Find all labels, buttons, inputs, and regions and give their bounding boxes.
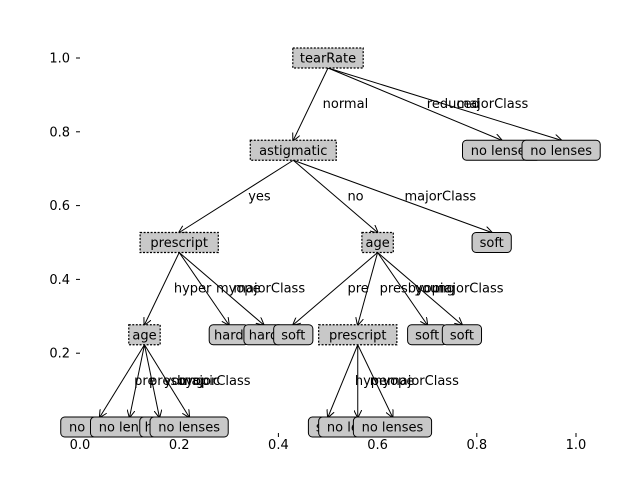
tree-edge-arrow [327, 67, 502, 140]
tree-edge-label: young [414, 282, 454, 297]
x-tick-label: 0.8 [466, 438, 487, 453]
tree-edge-label: majorClass [457, 97, 529, 112]
node-label: hard [249, 328, 279, 343]
leaf-node-box [521, 139, 601, 161]
tree-edge-label: no [347, 189, 363, 204]
leaf-node: soft [273, 324, 314, 346]
leaf-node: hard [208, 324, 249, 346]
leaf-node: soft [471, 232, 512, 253]
leaf-node: no lenses [462, 139, 542, 161]
axes: 0.00.20.40.60.81.000.20.40.60.81.0 [49, 52, 586, 454]
y-tick-label: 0.8 [49, 125, 70, 140]
node-label: soft [415, 328, 439, 343]
decision-node-box [128, 324, 161, 346]
tree-edge-arrow [377, 252, 428, 325]
tree-edge-arrow [328, 344, 359, 417]
decision-node: age [361, 231, 394, 254]
y-tick-label: 0.4 [49, 273, 70, 288]
tree-edge-arrow [178, 252, 263, 325]
x-tick-label: 0.0 [70, 438, 91, 453]
tree-edge-arrow [143, 344, 159, 417]
tree-edge-label: normal [323, 97, 369, 112]
node-label: age [132, 328, 156, 343]
tree-edge-arrow [293, 252, 378, 325]
tree-edge-arrow [130, 344, 145, 417]
node-label: no lenses [158, 421, 220, 436]
tree-edge-arrow [100, 344, 145, 417]
tree-edge-label: pre [347, 282, 368, 297]
tree-edge-arrow [293, 159, 491, 232]
leaf-node: soft [441, 324, 483, 346]
node-label: soft [281, 328, 305, 343]
x-tick-label: 0.2 [169, 438, 190, 453]
node-label: prescript [329, 328, 387, 343]
tree-edge-arrow [377, 252, 462, 325]
tree-edge-label: majorClass [179, 374, 251, 389]
tree-edge-label: majorClass [233, 282, 305, 297]
leaf-node-box [352, 416, 433, 438]
x-tick-label: 1.0 [566, 438, 587, 453]
leaf-node: no lenses [149, 416, 229, 438]
tree-edge-label: majorClass [387, 374, 459, 389]
decision-node-box [139, 231, 219, 254]
leaf-node: soft [407, 324, 448, 346]
x-tick-label: 0.4 [268, 438, 289, 453]
node-label: soft [480, 236, 504, 251]
tree-edge-arrow [179, 159, 294, 232]
decision-node: astigmatic [249, 139, 337, 161]
tree-edge-label: myope [370, 374, 415, 389]
tree-edge-arrow [144, 252, 180, 325]
tree-edge-label: hyper [355, 374, 393, 389]
tree-edge-arrow [292, 159, 377, 232]
leaf-node-box [471, 232, 512, 253]
node-label: prescript [150, 236, 208, 251]
tree-edge-label: majorClass [432, 282, 504, 297]
node-label: tearRate [300, 52, 356, 67]
tree-edge-arrow [358, 252, 379, 325]
node-label: no lenses [471, 144, 533, 159]
tree-edge-label: pre [134, 374, 155, 389]
decision-node: prescript [139, 231, 219, 254]
tree-edge-arrow [293, 67, 329, 140]
decision-node: tearRate [292, 47, 364, 69]
node-label: astigmatic [259, 144, 327, 159]
tree-edges [100, 67, 561, 417]
node-label: hard [214, 328, 244, 343]
tree-edge-label: reduced [427, 97, 480, 112]
decision-node-box [249, 139, 337, 161]
x-tick-label: 0.6 [367, 438, 388, 453]
tree-edge-label: presbyopic [149, 374, 220, 389]
tree-edge-label: young [164, 374, 204, 389]
leaf-node: no lenses [521, 139, 601, 161]
leaf-node-box [273, 324, 314, 346]
decision-node-box [318, 324, 398, 346]
tree-edge-label: myope [216, 282, 261, 297]
tree-edge-label: majorClass [404, 189, 476, 204]
node-label: no lenses [362, 421, 424, 436]
decision-node-box [361, 231, 394, 254]
tree-edge-arrow [357, 344, 393, 417]
leaf-node: no lenses [352, 416, 433, 438]
node-label: age [365, 236, 389, 251]
tree-edge-arrow [178, 252, 229, 325]
tree-edge-label: presbyopic [380, 282, 451, 297]
tree-edge-arrow [144, 344, 189, 417]
y-tick-label: 1.0 [49, 52, 70, 67]
tree-edge-label: hyper [174, 282, 212, 297]
leaf-node-box [149, 416, 229, 438]
decision-node-box [292, 47, 364, 69]
decision-node: age [128, 324, 161, 346]
node-label: soft [450, 328, 474, 343]
y-tick-label: 0.6 [49, 199, 70, 214]
decision-node: prescript [318, 324, 398, 346]
leaf-node-box [441, 324, 483, 346]
tree-edge-label: yes [248, 189, 271, 204]
node-label: no lenses [530, 144, 592, 159]
tree-edge-arrow [327, 67, 561, 140]
y-tick-label: 0.2 [49, 347, 70, 362]
